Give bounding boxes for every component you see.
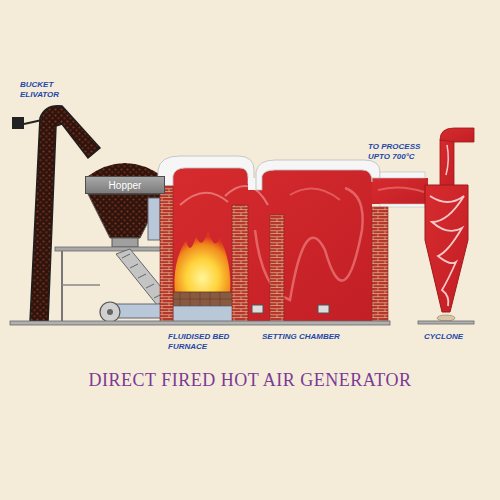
air-blower-part [107, 309, 113, 315]
hot-gas-part [372, 178, 428, 204]
diagram-title: DIRECT FIRED HOT AIR GENERATOR [88, 370, 411, 390]
refractory-roof [158, 156, 425, 207]
bucket-elevator-part [30, 106, 100, 322]
screw-feeder-part [122, 254, 162, 298]
cyclone-label-box: CYCLONE [424, 332, 484, 342]
hot-gas-part [378, 187, 424, 192]
refractory-roof-part [256, 160, 380, 190]
base-plate [10, 321, 474, 325]
hopper-structure-part [61, 251, 63, 322]
elevator-label: BUCKET ELIVATOR [20, 80, 66, 100]
cyclone-label: CYCLONE [424, 332, 484, 342]
brick-walls-part [270, 215, 284, 322]
process-outlet-label-box: TO PROCESS UPTO 700°C [368, 142, 430, 162]
hopper-structure-part [62, 284, 100, 286]
chamber-label-box: SETTING CHAMBER [262, 332, 372, 342]
diagram-title-box: DIRECT FIRED HOT AIR GENERATOR [0, 370, 500, 391]
furnace-bed-part [173, 292, 233, 306]
furnace-label: FLUIDISED BED FURNACE [168, 332, 232, 352]
cyclone-separator-part [446, 145, 448, 175]
elevator-label-box: BUCKET ELIVATOR [20, 80, 66, 100]
chamber-nozzles-part [252, 305, 263, 313]
air-blower [100, 198, 162, 322]
brick-walls-part [372, 207, 388, 322]
bucket-elevator-part [12, 117, 24, 129]
chamber-label: SETTING CHAMBER [262, 332, 372, 342]
base-plate-part [10, 321, 390, 325]
hot-gas-part [290, 189, 340, 200]
hopper-box: Hopper [85, 176, 165, 194]
cyclone-separator-part [430, 196, 464, 306]
refractory-roof-part [380, 204, 425, 207]
air-blower-part [100, 302, 120, 322]
cyclone-separator-part [440, 128, 474, 142]
base-plate-part [418, 321, 474, 324]
furnace-bed [173, 230, 233, 322]
hot-gas-part [180, 193, 228, 205]
refractory-roof-part [158, 156, 254, 186]
bucket-elevator-part [24, 120, 42, 124]
chamber-nozzles-part [318, 305, 329, 313]
process-outlet-label: TO PROCESS UPTO 700°C [368, 142, 430, 162]
bucket-elevator [12, 106, 100, 322]
brick-walls-part [160, 186, 173, 322]
brick-walls-part [232, 205, 248, 322]
hot-gas-part [173, 168, 372, 322]
cyclone-separator-part [425, 185, 468, 312]
refractory-roof-part [380, 172, 425, 178]
chamber-nozzles [252, 305, 329, 313]
furnace-bed-part [173, 306, 233, 322]
hopper-structure [55, 163, 185, 322]
cyclone-separator [425, 128, 474, 321]
hopper-label: Hopper [109, 180, 142, 191]
cyclone-separator-part [437, 315, 455, 321]
air-blower-part [148, 198, 160, 240]
furnace-bed-part [174, 230, 230, 294]
brick-walls [160, 186, 388, 322]
hot-gas [173, 168, 428, 322]
furnace-bed-part [173, 292, 233, 306]
cyclone-separator-part [440, 140, 454, 186]
furnace-label-box: FLUIDISED BED FURNACE [168, 332, 232, 352]
hopper-structure-part [112, 238, 138, 247]
